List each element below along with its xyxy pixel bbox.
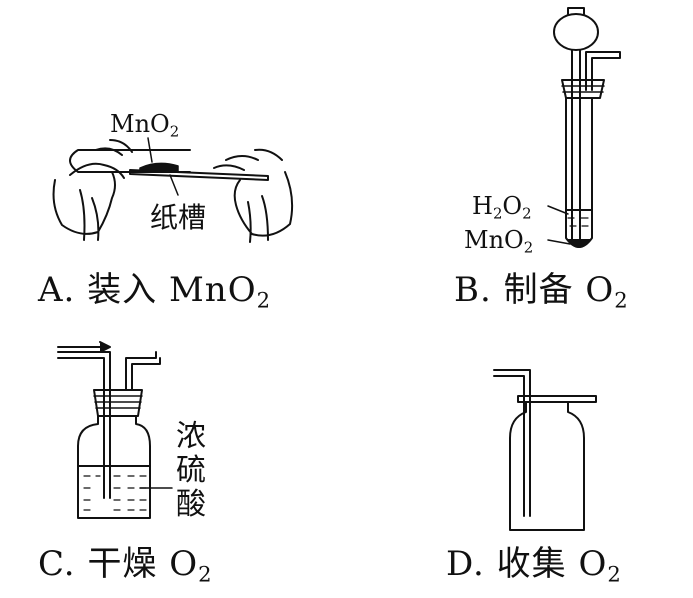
caption-b-sub: 2 (614, 287, 629, 313)
delivery-tube-d (494, 370, 530, 516)
panel-c-figure (58, 342, 172, 518)
caption-b-text: 制备 O (503, 270, 615, 310)
caption-b-letter: B. (454, 270, 492, 310)
caption-c-sub: 2 (198, 561, 213, 587)
pointer-h2o2 (548, 206, 568, 214)
label-h2o2: H2O2 (472, 192, 532, 223)
paper-trough (130, 170, 268, 180)
label-conc-sulfuric-acid: 浓 硫 酸 (176, 419, 206, 522)
solid-bottom-b (568, 240, 590, 247)
label-paper-trough: 纸槽 (150, 201, 207, 234)
caption-d-text: 收集 O (496, 544, 608, 584)
funnel-stem (572, 50, 580, 240)
caption-a: A. 装入 MnO2 (38, 262, 271, 312)
caption-a-text: 装入 MnO (87, 270, 257, 310)
delivery-tube-b (586, 52, 620, 90)
right-hand (214, 150, 292, 242)
caption-a-sub: 2 (256, 287, 272, 313)
caption-c-letter: C. (38, 544, 76, 584)
stopper-b (562, 80, 604, 98)
caption-a-letter: A. (38, 270, 76, 310)
collection-bottle (510, 402, 584, 530)
funnel-bulb (554, 14, 598, 50)
caption-d-sub: 2 (607, 561, 622, 587)
outlet-tube (126, 352, 160, 390)
panel-d-figure (494, 370, 596, 530)
stopper-c (94, 390, 142, 416)
caption-c: C. 干燥 O2 (38, 536, 213, 586)
wash-bottle (78, 416, 150, 518)
inlet-tube (58, 352, 110, 498)
caption-b: B. 制备 O2 (454, 262, 629, 312)
glass-plate (518, 396, 596, 402)
label-mno2-a: MnO2 (110, 110, 180, 141)
pointer-trough (170, 175, 178, 195)
pointer-mno2-b (548, 240, 570, 244)
pointer-mno2 (148, 138, 152, 162)
panel-b-figure (548, 8, 620, 247)
label-mno2-b: MnO2 (464, 226, 534, 257)
caption-c-text: 干燥 O (87, 544, 199, 584)
panel-a-figure (54, 138, 293, 242)
mno2-powder (140, 163, 178, 172)
caption-d-letter: D. (446, 544, 485, 584)
left-hand (54, 140, 132, 240)
caption-d: D. 收集 O2 (446, 536, 622, 586)
